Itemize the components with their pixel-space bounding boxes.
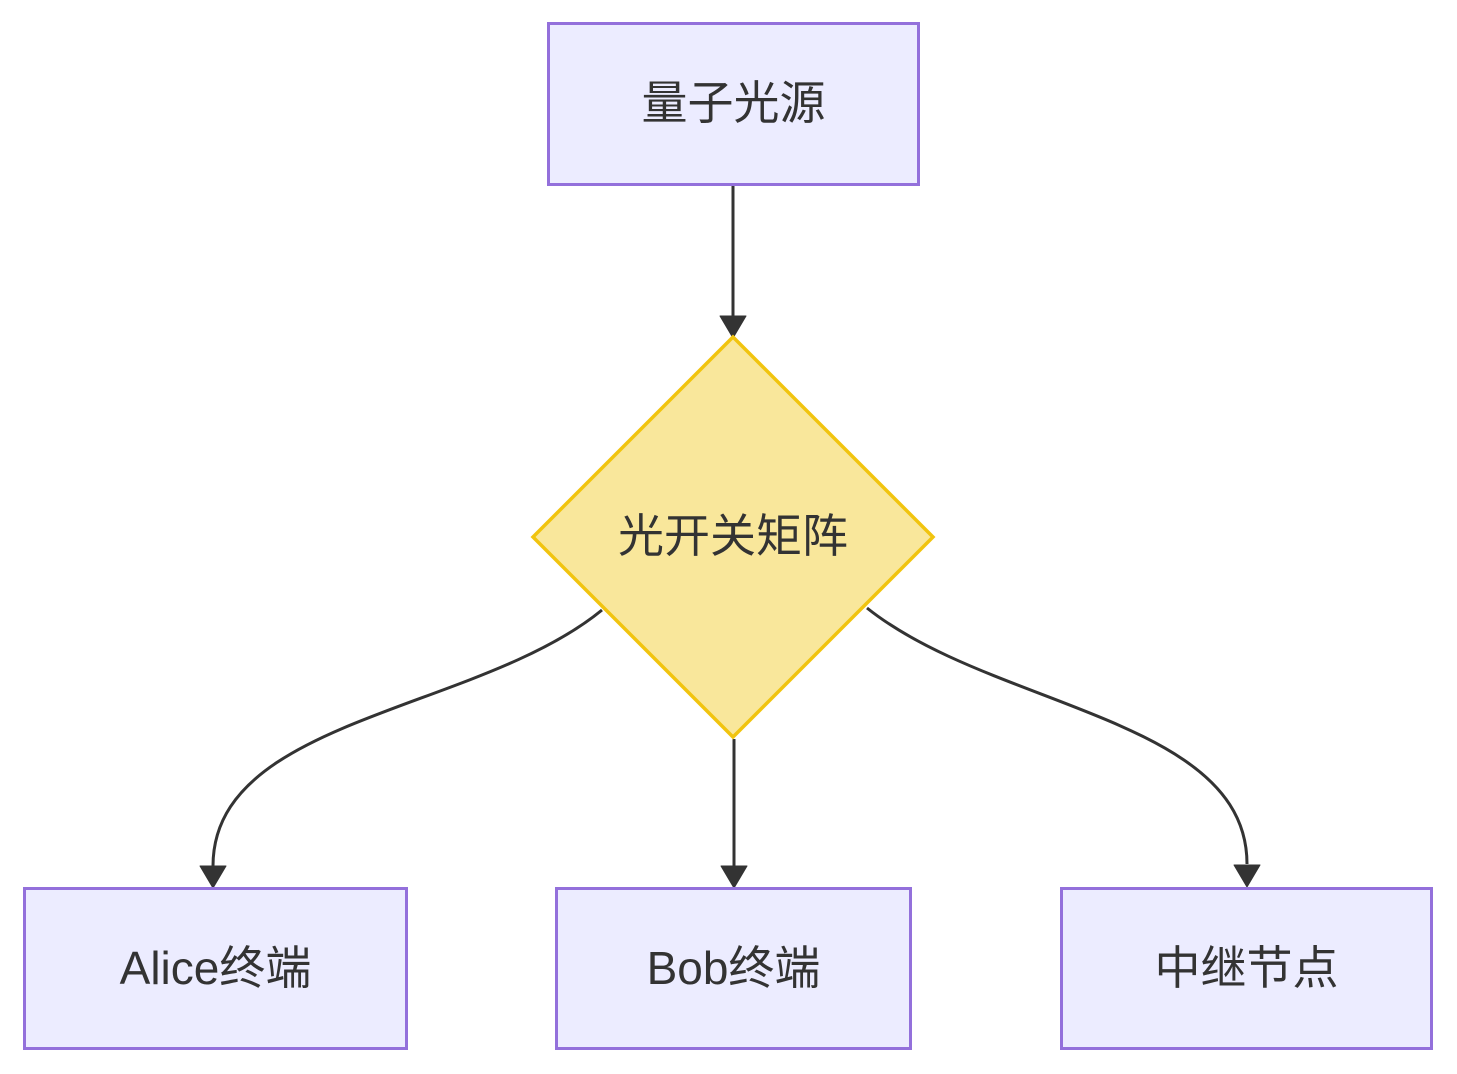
node-alice-terminal-label: Alice终端 <box>119 941 312 994</box>
node-optical-switch-matrix-shape <box>530 334 936 740</box>
edge-switch-to-alice <box>211 608 603 867</box>
arrowhead-switch-to-alice <box>199 865 227 889</box>
edge-switch-to-relay <box>866 606 1249 865</box>
arrowhead-switch-to-bob <box>720 865 748 889</box>
node-bob-terminal-label: Bob终端 <box>646 941 821 994</box>
arrowhead-source-to-switch <box>719 315 747 339</box>
arrowhead-switch-to-relay <box>1233 864 1261 888</box>
node-quantum-source-label: 量子光源 <box>641 77 826 130</box>
node-alice-terminal: Alice终端 <box>23 887 408 1050</box>
node-bob-terminal: Bob终端 <box>555 887 912 1050</box>
node-quantum-source: 量子光源 <box>547 22 920 186</box>
node-relay-node-label: 中继节点 <box>1154 941 1339 994</box>
node-relay-node: 中继节点 <box>1060 887 1433 1050</box>
